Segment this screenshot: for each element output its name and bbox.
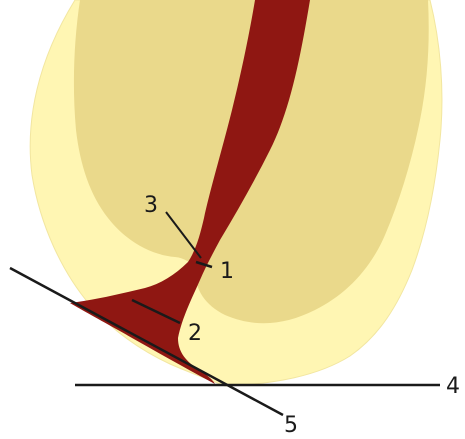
label-5: 5 [284,413,298,438]
line-2 [131,298,181,325]
line-3 [165,211,202,259]
label-2: 2 [188,321,202,346]
line-5 [9,266,284,417]
label-3: 3 [144,193,158,218]
label-1: 1 [220,259,234,284]
line-1 [195,260,213,269]
label-4: 4 [446,374,460,399]
root-canal [70,0,310,384]
